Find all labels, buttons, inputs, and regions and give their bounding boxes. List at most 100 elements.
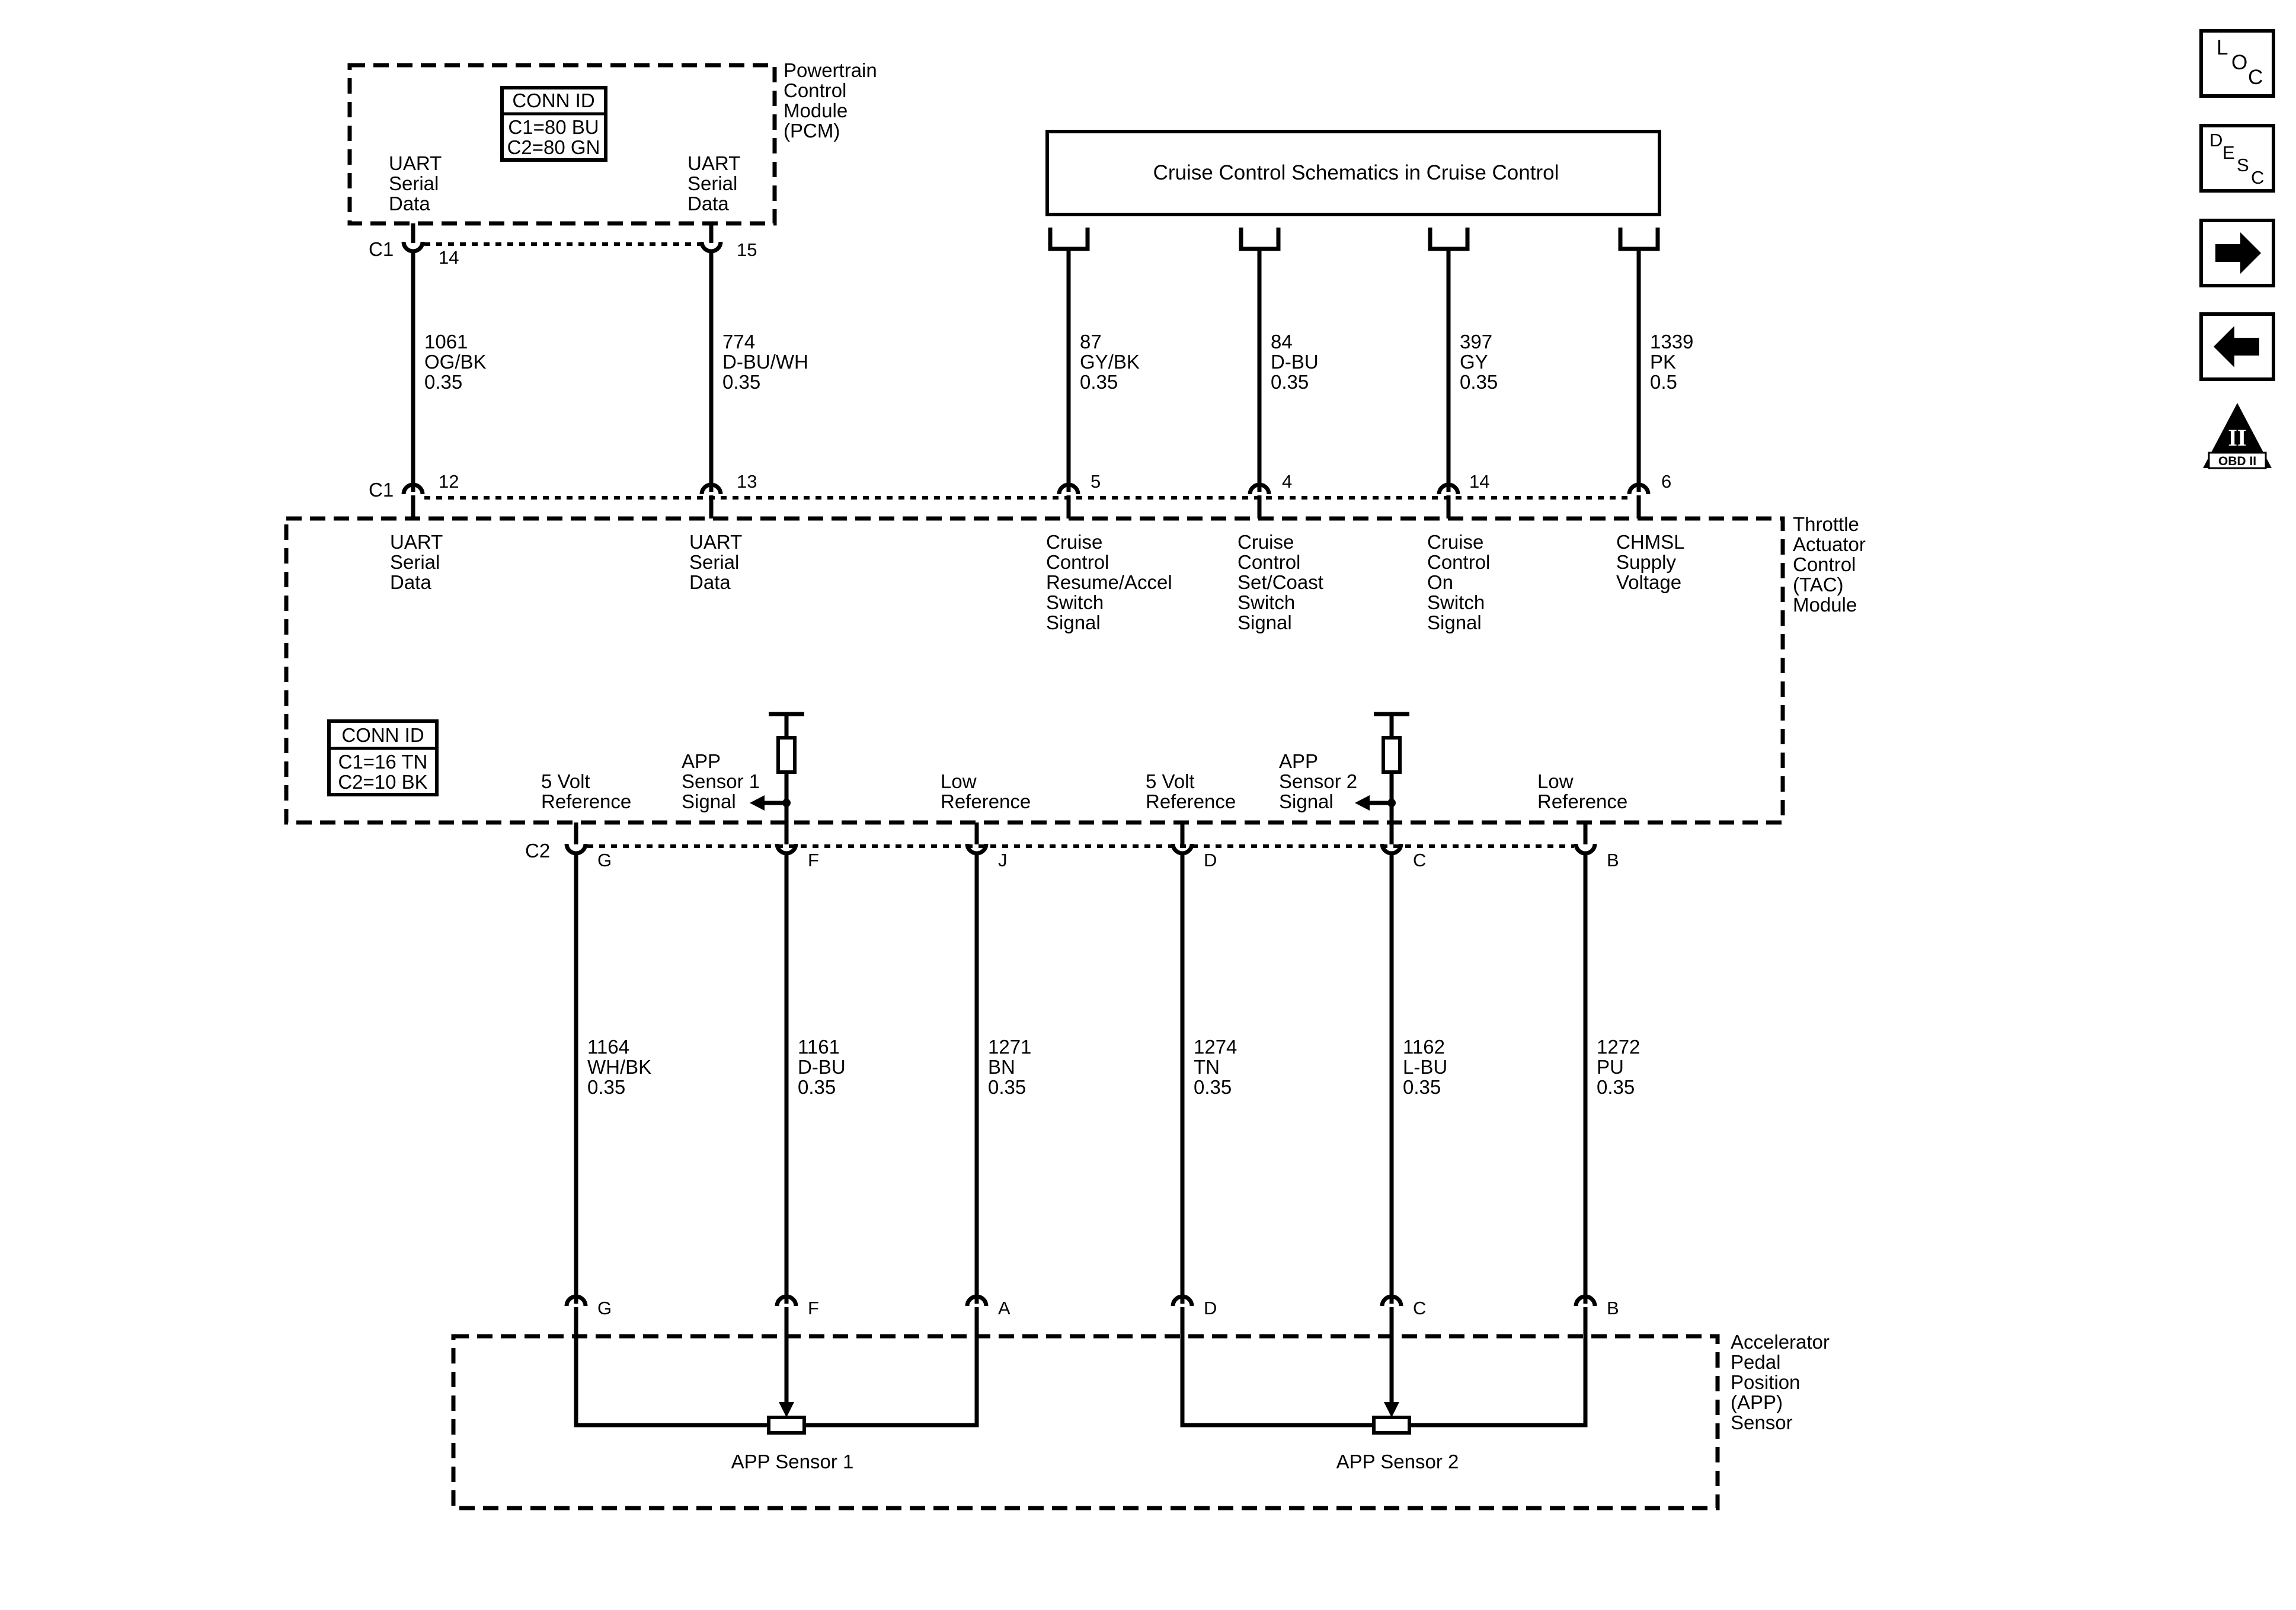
wire-color: PK [1650, 351, 1676, 373]
pcm-name-line: Powertrain [784, 59, 877, 81]
app-sensor-2-label: APP Sensor 2 [1336, 1451, 1459, 1473]
tac-pin-label-line: Voltage [1616, 571, 1681, 593]
tac-name-line: (TAC) [1793, 574, 1844, 596]
wire-label-1271: 1271 BN 0.35 [988, 1036, 1031, 1098]
tac-pin-label-line: On [1427, 571, 1453, 593]
desc-letter: D [2209, 130, 2223, 151]
app-sensor-name-line: Accelerator [1731, 1331, 1830, 1353]
cruise-control-box-label[interactable]: Cruise Control Schematics in Cruise Cont… [1153, 161, 1559, 184]
tac-pin-label-line: Reference [941, 790, 1031, 812]
tac-pin-label-line: APP [1279, 750, 1318, 772]
wire-label-774: 774 D-BU/WH 0.35 [722, 331, 808, 393]
location-button-frame[interactable] [2199, 29, 2275, 98]
pullup-resistor-symbol [776, 736, 797, 774]
pullup-resistor-symbol [1382, 736, 1402, 774]
tac-conn-id-title: CONN ID [341, 724, 424, 746]
pcm-pin-number: 14 [439, 247, 459, 268]
wire-gauge: 0.35 [798, 1076, 836, 1098]
tac-pin-label-line: Serial [390, 551, 440, 573]
sensor-pin-number: C [1413, 1298, 1426, 1318]
tac-pin-label-line: Switch [1046, 591, 1104, 613]
signal-arrow-icon [1355, 795, 1370, 811]
tac-conn-id-line: C1=16 TN [338, 751, 428, 773]
upper-wires: 1061 OG/BK 0.35 774 D-BU/WH 0.35 87 GY/B… [411, 249, 1693, 492]
wire-label-1272: 1272 PU 0.35 [1597, 1036, 1640, 1098]
wire-gauge: 0.35 [587, 1076, 625, 1098]
wire-circuit: 1162 [1403, 1036, 1445, 1058]
tac-c2-pin-label: APP Sensor 1 Signal [682, 750, 760, 812]
location-nav-button[interactable]: L O C [2199, 29, 2275, 98]
cruise-tap-connector [1048, 228, 1090, 251]
cruise-control-reference-box[interactable]: Cruise Control Schematics in Cruise Cont… [1045, 130, 1661, 251]
wire-gauge: 0.35 [1460, 371, 1498, 393]
wire-gauge: 0.35 [722, 371, 760, 393]
tac-pin-number: D [1204, 850, 1217, 870]
pcm-conn-id-line: C2=80 GN [507, 136, 600, 158]
app-sensor-name-line: (APP) [1731, 1391, 1783, 1413]
tac-pin-label-line: Control [1427, 551, 1490, 573]
pcm-conn-id-line: C1=80 BU [508, 116, 599, 138]
tac-pin-number: 5 [1091, 471, 1101, 492]
wire-gauge: 0.35 [1271, 371, 1309, 393]
pcm-pin-label-right: UART Serial Data [687, 152, 740, 215]
potentiometer-resistor-symbol [1372, 1416, 1411, 1435]
tac-pin-label-line: Reference [541, 790, 631, 812]
wire-color: PU [1597, 1056, 1624, 1078]
tac-c1-pin-label: UART Serial Data [689, 531, 742, 593]
tac-c2-pin-label: Low Reference [1537, 770, 1627, 812]
pcm-name-line: Module [784, 100, 848, 121]
nav-bar: L O C D E S C II OBD II [2199, 29, 2275, 469]
pcm-pin-number: 15 [737, 239, 757, 260]
wire-color: L-BU [1403, 1056, 1447, 1078]
tac-c2-pin-label: Low Reference [941, 770, 1031, 812]
tac-outline [284, 516, 1785, 825]
tac-pin-number: B [1607, 850, 1619, 870]
cruise-control-box-outline[interactable] [1045, 130, 1661, 216]
app-sensor-2-potentiometer: APP Sensor 2 [1180, 1336, 1588, 1473]
desc-letter: E [2223, 142, 2235, 163]
app-sensor-1-label: APP Sensor 1 [731, 1451, 854, 1473]
wire-color: D-BU [798, 1056, 846, 1078]
wire-color: TN [1194, 1056, 1220, 1078]
tac-pin-number: 4 [1282, 471, 1292, 492]
sensor-pin-number: A [998, 1298, 1011, 1318]
app-sensor-1-potentiometer: APP Sensor 1 [574, 1336, 979, 1473]
tac-pin-label-line: Signal [682, 790, 736, 812]
wire-color: D-BU [1271, 351, 1319, 373]
wire-color: WH/BK [587, 1056, 651, 1078]
arrow-right-icon [2215, 232, 2261, 274]
wire-circuit: 397 [1460, 331, 1492, 353]
next-page-button[interactable] [2199, 219, 2275, 287]
app-sensor-name-line: Pedal [1731, 1351, 1780, 1373]
potentiometer-resistor-symbol [767, 1416, 806, 1435]
connector-pin-symbol [1057, 482, 1080, 495]
tac-name: Throttle Actuator Control (TAC) Module [1793, 513, 1866, 616]
description-nav-button[interactable]: D E S C [2199, 124, 2275, 193]
pot-wire [1409, 1336, 1588, 1427]
tac-pin-label-line: CHMSL [1616, 531, 1685, 553]
tac-name-line: Actuator [1793, 533, 1866, 555]
loc-letter: C [2248, 66, 2263, 89]
wire-label-1164: 1164 WH/BK 0.35 [587, 1036, 651, 1098]
wire-label-1162: 1162 L-BU 0.35 [1403, 1036, 1447, 1098]
obd-ii-button[interactable]: II OBD II [2203, 403, 2272, 469]
tac-pin-label-line: Cruise [1427, 531, 1483, 553]
loc-letter: O [2231, 51, 2247, 74]
tac-pin-number: J [998, 850, 1008, 870]
tac-name-line: Throttle [1793, 513, 1859, 535]
sensor-pin-number: G [597, 1298, 612, 1318]
tac-pin-label-line: Supply [1616, 551, 1676, 573]
tac-pin-label-line: Cruise [1237, 531, 1294, 553]
cruise-tap-connector [1239, 228, 1281, 251]
connector-pin-symbol [1574, 843, 1597, 856]
pcm-pin-label-line: UART [389, 152, 442, 174]
tac-pin-number: G [597, 850, 612, 870]
description-button-frame[interactable] [2199, 124, 2275, 193]
pcm-pin-label-line: UART [687, 152, 740, 174]
previous-page-button[interactable] [2199, 312, 2275, 381]
tac-pin-label-line: Reference [1537, 790, 1627, 812]
tac-conn-id-line: C2=10 BK [338, 771, 427, 793]
pcm-pin-label-line: Data [687, 193, 729, 215]
wire-circuit: 1271 [988, 1036, 1031, 1058]
